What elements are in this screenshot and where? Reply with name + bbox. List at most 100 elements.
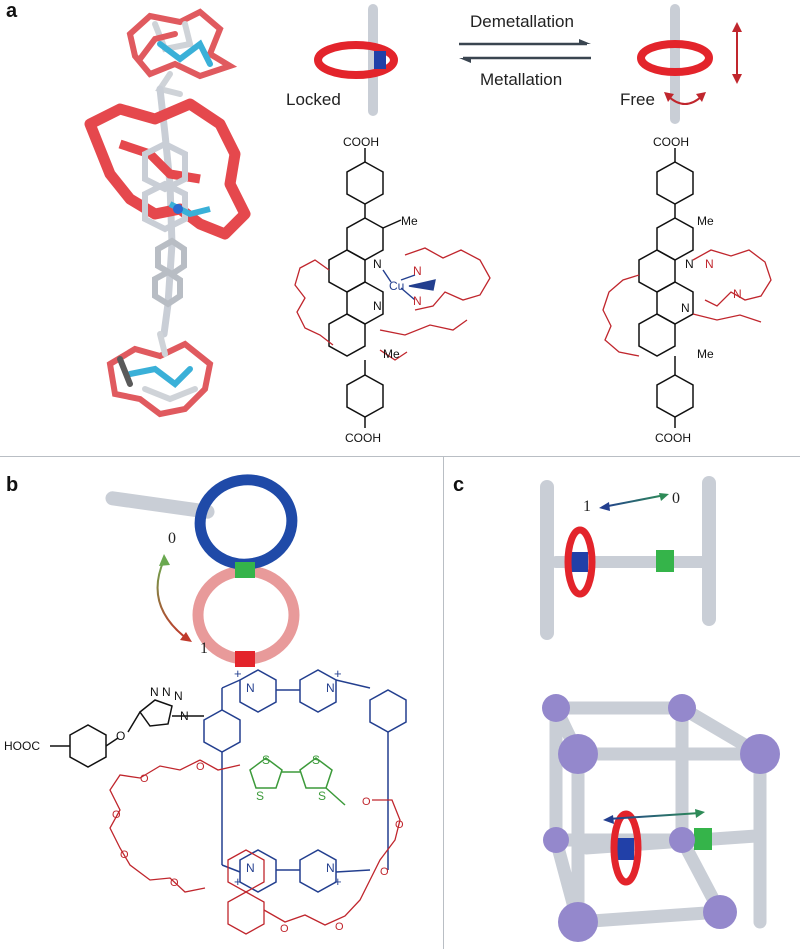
- rotation-arrow-head-right: [696, 92, 706, 102]
- free-axle: [670, 4, 680, 124]
- right-n4: N: [681, 301, 690, 315]
- panel-c-letter: c: [453, 474, 465, 496]
- left-cooh-top: COOH: [343, 135, 379, 149]
- hooc-label: HOOC: [4, 739, 40, 753]
- catenane-switch-arrow: [156, 554, 192, 642]
- plus-charge-1: +: [234, 666, 242, 681]
- strut-arrow-line: [602, 494, 666, 508]
- left-pillar: [540, 480, 554, 640]
- triazole-n2: N: [162, 685, 171, 699]
- b-blue-bonds: [203, 669, 407, 893]
- catenane-cartoon: [105, 474, 300, 667]
- green-station: [656, 550, 674, 572]
- left-n1: N: [373, 257, 382, 271]
- pyridinium-n2: N: [326, 681, 335, 695]
- left-n3: N: [413, 294, 422, 308]
- right-cooh-top: COOH: [653, 135, 689, 149]
- mof-arrow-head-right: [695, 809, 705, 818]
- panel-a-letter: a: [6, 0, 18, 22]
- catenane-chemical-structure: HOOC O N N N N N N N N + + + + S S S S: [4, 666, 407, 935]
- demetallation-label: Demetallation: [470, 12, 574, 31]
- right-macrocycle-bonds: [602, 249, 772, 357]
- pyridinium-n3: N: [246, 861, 255, 875]
- right-me-bottom: Me: [697, 347, 714, 361]
- ttf-s3: S: [256, 789, 264, 803]
- left-n2: N: [413, 264, 422, 278]
- catenane-state-1: 1: [200, 640, 208, 657]
- vertical-divider: [443, 457, 444, 949]
- copper-center: [173, 204, 183, 214]
- ether-o-label: O: [116, 729, 125, 743]
- plus-charge-4: +: [334, 874, 342, 889]
- catenane-stub-rod: [105, 491, 215, 519]
- horizontal-divider: [0, 456, 800, 457]
- locked-label: Locked: [286, 90, 341, 109]
- crown-o-3: O: [112, 809, 121, 821]
- mof-green-station: [694, 828, 712, 850]
- panel-b-letter: b: [6, 474, 19, 496]
- ttf-s4: S: [318, 789, 326, 803]
- up-arrow-head: [732, 22, 742, 32]
- locked-axle: [368, 4, 378, 116]
- left-cu: Cu: [389, 279, 404, 293]
- crown-o-1: O: [196, 761, 205, 773]
- triazole-n1: N: [150, 685, 159, 699]
- arrow-head-bottom: [180, 632, 192, 642]
- backward-arrow-head: [459, 58, 471, 63]
- top-framework-cluster: [126, 8, 238, 97]
- crown-o-2: O: [140, 773, 149, 785]
- right-n1: N: [685, 257, 694, 271]
- left-n4: N: [373, 299, 382, 313]
- right-n3: N: [733, 287, 742, 301]
- metallated-rotaxane-structure: COOH Me N Cu N N N Me COOH: [294, 135, 491, 445]
- mof-shuttle-ring: [610, 810, 642, 886]
- switch-arrows: [459, 39, 591, 63]
- crown-o-9: O: [395, 819, 404, 831]
- mof-cube-cartoon: [542, 694, 780, 942]
- free-ring: [637, 40, 713, 76]
- rotation-arrow-head-left: [664, 92, 674, 102]
- left-copper-bonds: [382, 269, 436, 301]
- strut-arrow-head-left: [599, 502, 610, 511]
- right-cooh-bottom: COOH: [655, 431, 691, 445]
- metal-nodes: [542, 694, 780, 942]
- pink-ring: [192, 565, 300, 665]
- b-black-bonds: [50, 699, 204, 768]
- metallation-label: Metallation: [480, 70, 563, 89]
- lower-phenyls: [152, 237, 187, 308]
- pyridinium-n4: N: [326, 861, 335, 875]
- blue-station: [570, 552, 588, 572]
- strut-state-1: 1: [583, 498, 591, 515]
- down-arrow-head: [732, 74, 742, 84]
- right-me-top: Me: [697, 214, 714, 228]
- crown-o-6: O: [280, 923, 289, 935]
- free-label: Free: [620, 90, 655, 109]
- red-station: [235, 651, 255, 667]
- green-station: [235, 562, 255, 578]
- curved-arrow: [156, 559, 187, 639]
- pyridinium-n1: N: [246, 681, 255, 695]
- phenanthroline-blocks: [142, 140, 188, 233]
- bottom-framework-cluster: [106, 331, 214, 418]
- free-rotaxane-cartoon: [637, 4, 742, 124]
- crystal-structure-model: [84, 8, 251, 418]
- left-me-bottom: Me: [383, 347, 400, 361]
- shuttle-ring: [564, 526, 596, 598]
- locked-station: [374, 51, 386, 69]
- right-n2: N: [705, 257, 714, 271]
- mof-arrow-head-left: [603, 815, 614, 824]
- rotaxane-strut-cartoon: [540, 476, 716, 640]
- locked-rotaxane-cartoon: [314, 4, 398, 116]
- b-red-crown-bonds: [109, 759, 401, 935]
- crown-o-7: O: [335, 921, 344, 933]
- forward-arrow-head: [579, 39, 591, 44]
- strut-state-0: 0: [672, 490, 680, 507]
- right-pillar: [702, 476, 716, 626]
- ttf-s2: S: [312, 753, 320, 767]
- rotation-arrow: [667, 95, 703, 105]
- left-macrocycle-bonds: [294, 247, 491, 361]
- left-cooh-bottom: COOH: [345, 431, 381, 445]
- b-green-bonds: [249, 757, 346, 806]
- triazole-n: N: [180, 709, 189, 723]
- locked-ring: [314, 41, 398, 79]
